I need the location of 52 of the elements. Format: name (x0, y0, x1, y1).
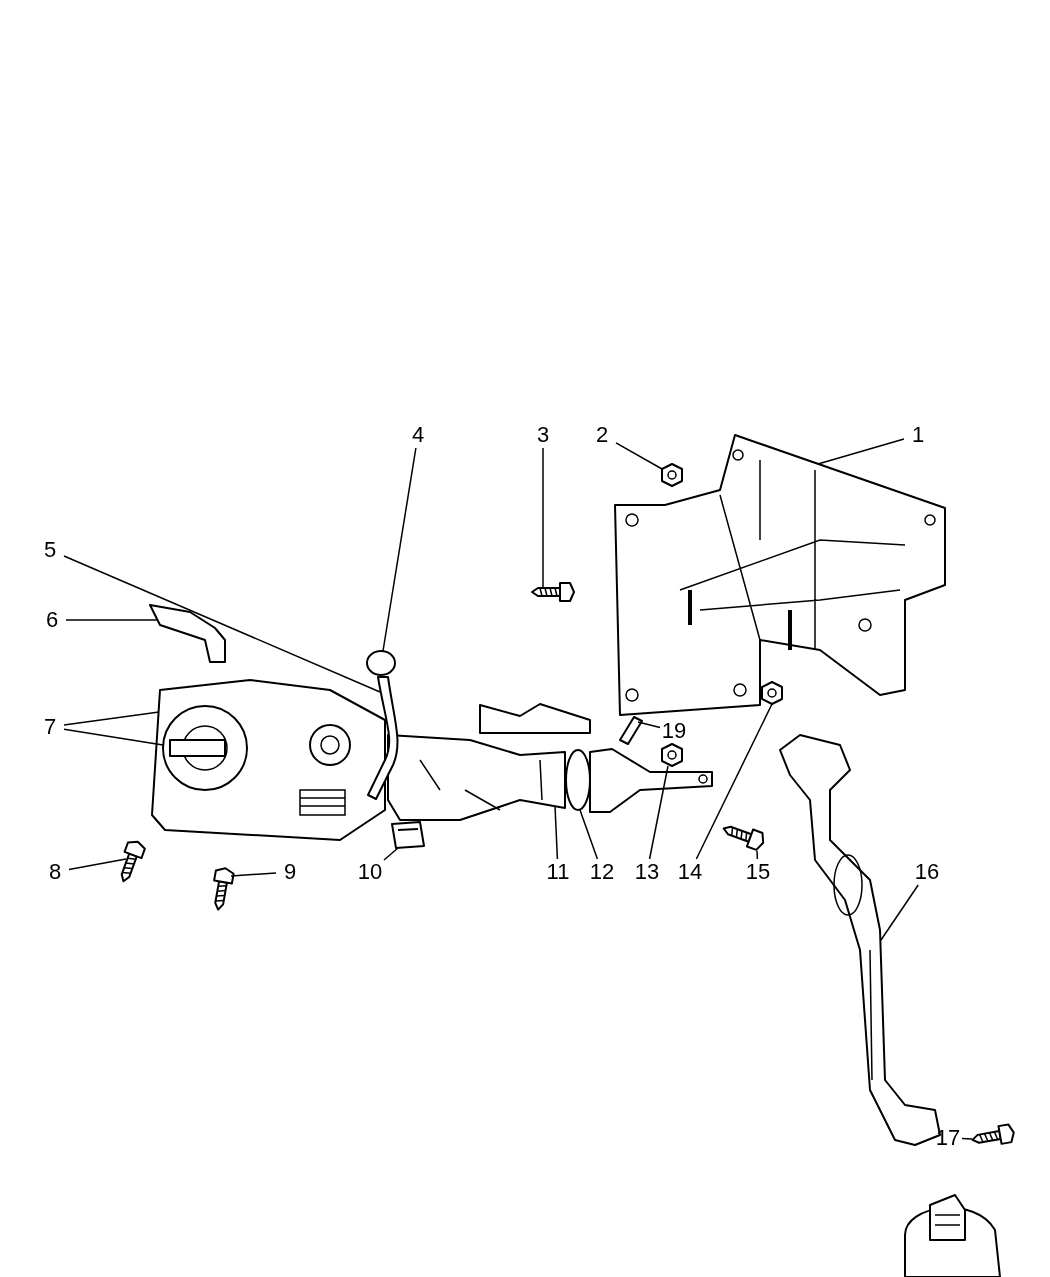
leader-line (68, 858, 127, 871)
clip-drawing (149, 604, 226, 663)
callout-number: 12 (588, 859, 616, 885)
leader-line (542, 447, 544, 589)
leader-line (637, 721, 661, 729)
leader-line (695, 703, 773, 860)
callout-number: 4 (404, 422, 432, 448)
callout-number: 17 (934, 1125, 962, 1151)
leader-line (383, 847, 399, 861)
callout-number: 1 (904, 422, 932, 448)
screw-drawing (120, 840, 146, 883)
callout-number: 6 (38, 607, 66, 633)
callout-number: 15 (744, 859, 772, 885)
hex-nut-drawing (761, 681, 783, 705)
leader-line (230, 872, 277, 877)
hex-nut-drawing (661, 743, 683, 767)
tilt-lever-drawing (619, 716, 643, 745)
callout-number: 14 (676, 859, 704, 885)
leader-line (65, 619, 158, 621)
callout-number: 10 (356, 859, 384, 885)
switch-drawing (391, 821, 425, 849)
screw-drawing (213, 867, 235, 911)
leader-line (554, 805, 559, 860)
callout-number: 16 (913, 859, 941, 885)
hex-nut-drawing (661, 463, 683, 487)
callout-number: 13 (633, 859, 661, 885)
leader-line (382, 447, 417, 652)
leader-line (648, 765, 669, 860)
shift-lever-drawing (367, 676, 399, 800)
callout-number: 7 (36, 714, 64, 740)
bolt-drawing (531, 582, 575, 602)
callout-number: 19 (660, 718, 688, 744)
callout-number: 11 (544, 859, 572, 885)
bolt-drawing (971, 1123, 1015, 1145)
callout-number: 8 (41, 859, 69, 885)
ring-drawing (565, 749, 591, 811)
callout-number: 3 (529, 422, 557, 448)
leader-line (817, 438, 905, 465)
leader-line (756, 850, 759, 860)
shroud-disc-drawing (162, 705, 248, 791)
leader-line (63, 555, 381, 693)
leader-line (63, 711, 160, 726)
bolt-drawing (722, 825, 765, 851)
leader-line (579, 809, 599, 860)
callout-number: 9 (276, 859, 304, 885)
leader-line (961, 1137, 973, 1140)
callout-number: 5 (36, 537, 64, 563)
leader-line (63, 728, 164, 746)
lever-knob-drawing (366, 650, 396, 676)
leader-line (880, 884, 919, 941)
callout-number: 2 (588, 422, 616, 448)
leader-line (615, 442, 663, 470)
